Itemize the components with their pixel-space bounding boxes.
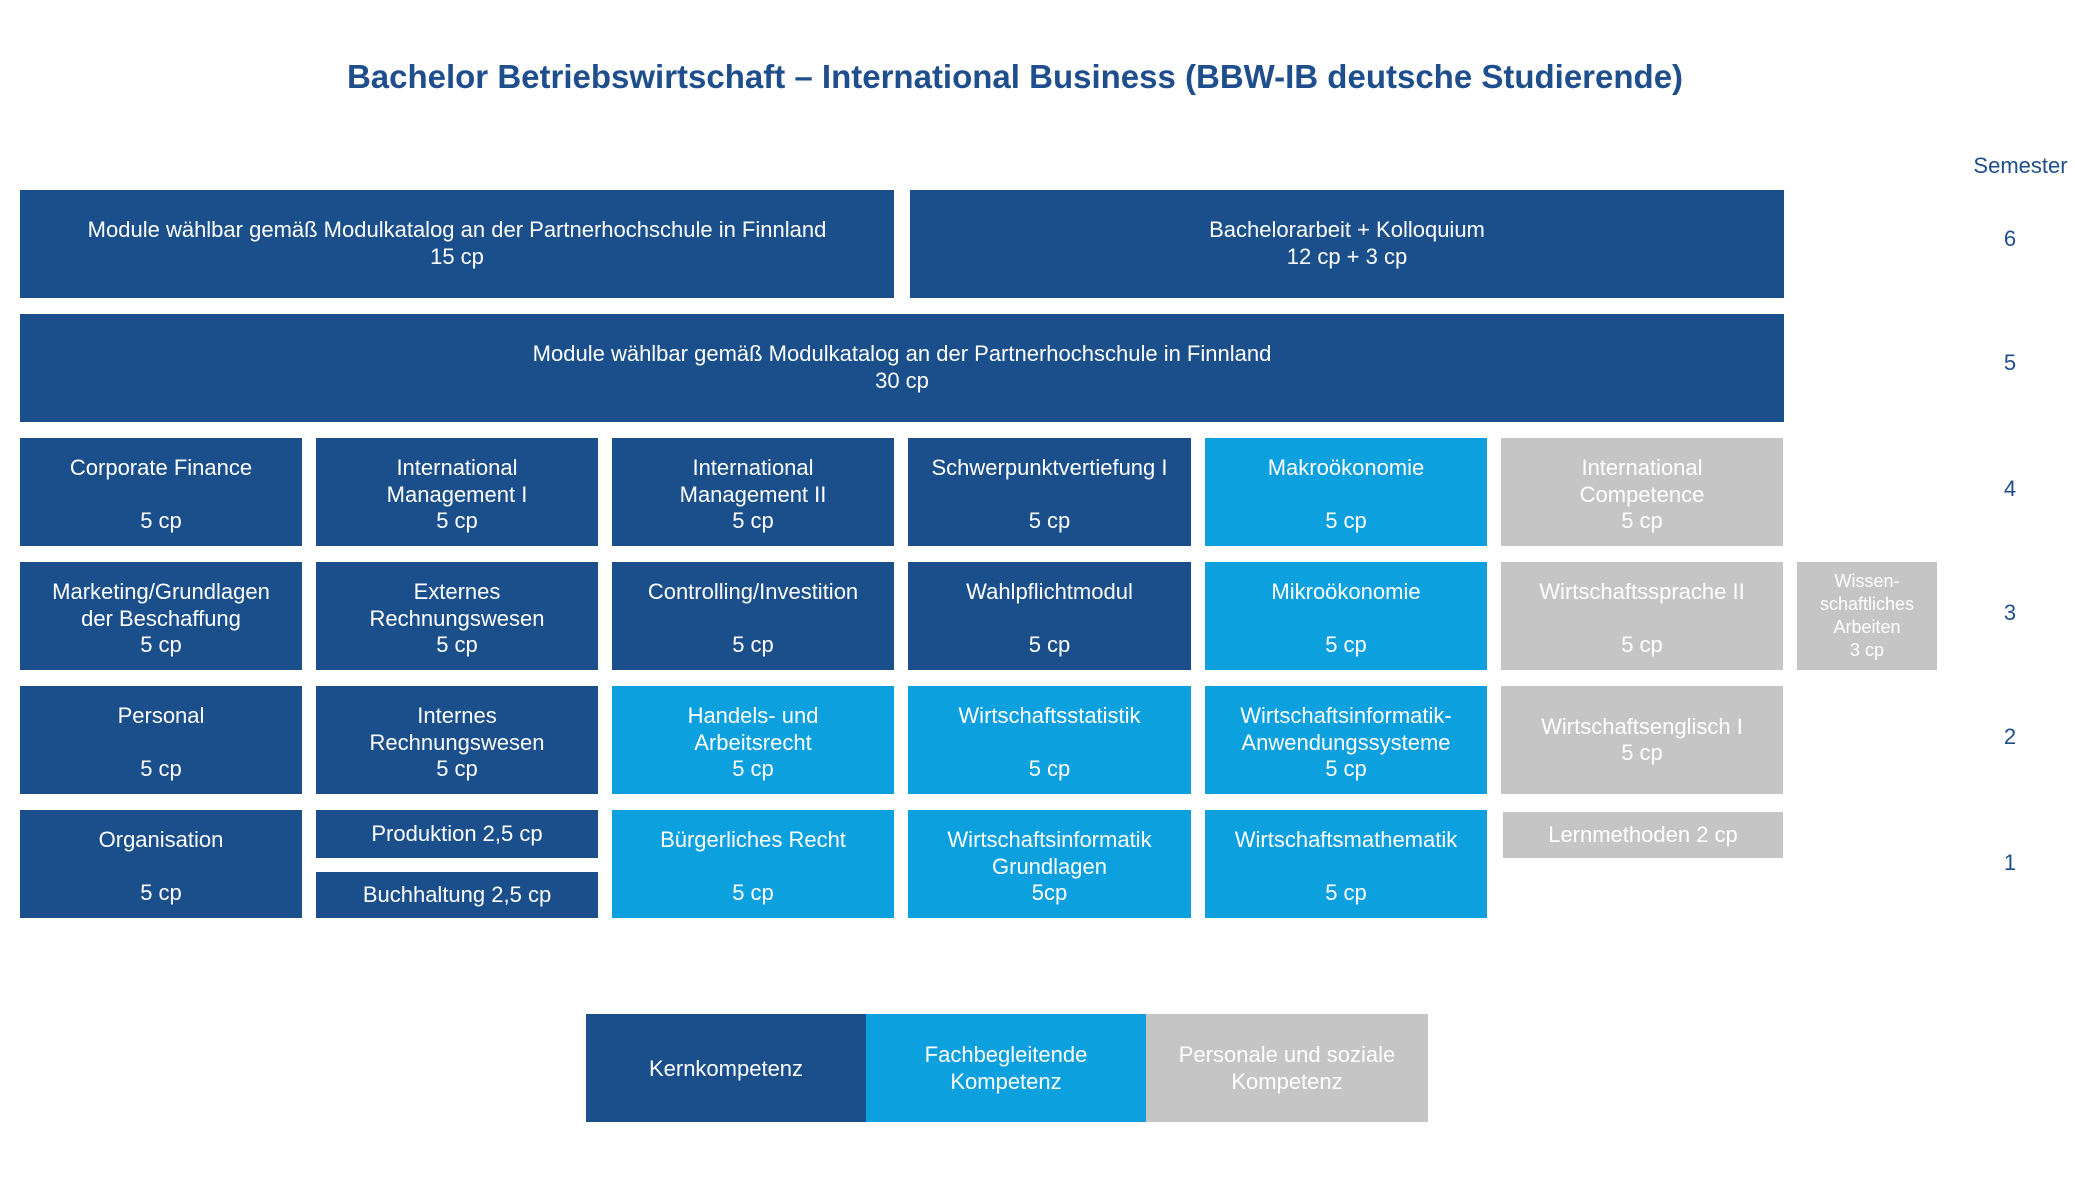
- module-internes-rechnungswesen: Internes Rechnungswesen 5 cp: [316, 686, 598, 794]
- module-wirtschaftsinformatik-anwendungssysteme: Wirtschaftsinformatik- Anwendungssysteme…: [1205, 686, 1487, 794]
- page-title: Bachelor Betriebswirtschaft – Internatio…: [346, 58, 1684, 95]
- module-wirtschaftsinformatik-grundlagen: Wirtschaftsinformatik Grundlagen 5cp: [908, 810, 1191, 918]
- module-corporate-finance: Corporate Finance 5 cp: [20, 438, 302, 546]
- module-wirtschaftsenglisch-1: Wirtschaftsenglisch I 5 cp: [1501, 686, 1783, 794]
- legend-personale-soziale-kompetenz: Personale und soziale Kompetenz: [1146, 1014, 1428, 1122]
- module-buergerliches-recht: Bürgerliches Recht 5 cp: [612, 810, 894, 918]
- module-lernmethoden: Lernmethoden 2 cp: [1503, 812, 1783, 858]
- module-wirtschaftssprache-2: Wirtschaftssprache II 5 cp: [1501, 562, 1783, 670]
- module-handels-arbeitsrecht: Handels- und Arbeitsrecht 5 cp: [612, 686, 894, 794]
- semester-1-label: 1: [2003, 850, 2017, 875]
- module-organisation: Organisation 5 cp: [20, 810, 302, 918]
- module-mikrooekonomie: Mikroökonomie 5 cp: [1205, 562, 1487, 670]
- module-international-management-2: International Management II 5 cp: [612, 438, 894, 546]
- module-produktion: Produktion 2,5 cp: [316, 810, 598, 858]
- legend-kernkompetenz: Kernkompetenz: [586, 1014, 866, 1122]
- module-wirtschaftsstatistik: Wirtschaftsstatistik 5 cp: [908, 686, 1191, 794]
- semester-3-label: 3: [2003, 600, 2017, 625]
- module-schwerpunktvertiefung-1: Schwerpunktvertiefung I 5 cp: [908, 438, 1191, 546]
- semester-header: Semester: [1973, 153, 2068, 178]
- module-personal: Personal 5 cp: [20, 686, 302, 794]
- module-marketing-beschaffung: Marketing/Grundlagen der Beschaffung 5 c…: [20, 562, 302, 670]
- module-buchhaltung: Buchhaltung 2,5 cp: [316, 872, 598, 918]
- module-bachelorarbeit: Bachelorarbeit + Kolloquium 12 cp + 3 cp: [910, 190, 1784, 298]
- module-international-competence: International Competence 5 cp: [1501, 438, 1783, 546]
- semester-6-label: 6: [2003, 226, 2017, 251]
- legend-fachbegleitende-kompetenz: Fachbegleitende Kompetenz: [866, 1014, 1146, 1122]
- module-makrooekonomie: Makroökonomie 5 cp: [1205, 438, 1487, 546]
- module-finnland-30cp: Module wählbar gemäß Modulkatalog an der…: [20, 314, 1784, 422]
- module-wirtschaftsmathematik: Wirtschaftsmathematik 5 cp: [1205, 810, 1487, 918]
- module-finnland-15cp: Module wählbar gemäß Modulkatalog an der…: [20, 190, 894, 298]
- module-international-management-1: International Management I 5 cp: [316, 438, 598, 546]
- module-controlling-investition: Controlling/Investition 5 cp: [612, 562, 894, 670]
- semester-2-label: 2: [2003, 724, 2017, 749]
- semester-4-label: 4: [2003, 476, 2017, 501]
- module-wahlpflichtmodul: Wahlpflichtmodul 5 cp: [908, 562, 1191, 670]
- semester-5-label: 5: [2003, 350, 2017, 375]
- module-wissenschaftliches-arbeiten: Wissen- schaftliches Arbeiten 3 cp: [1797, 562, 1937, 670]
- module-externes-rechnungswesen: Externes Rechnungswesen 5 cp: [316, 562, 598, 670]
